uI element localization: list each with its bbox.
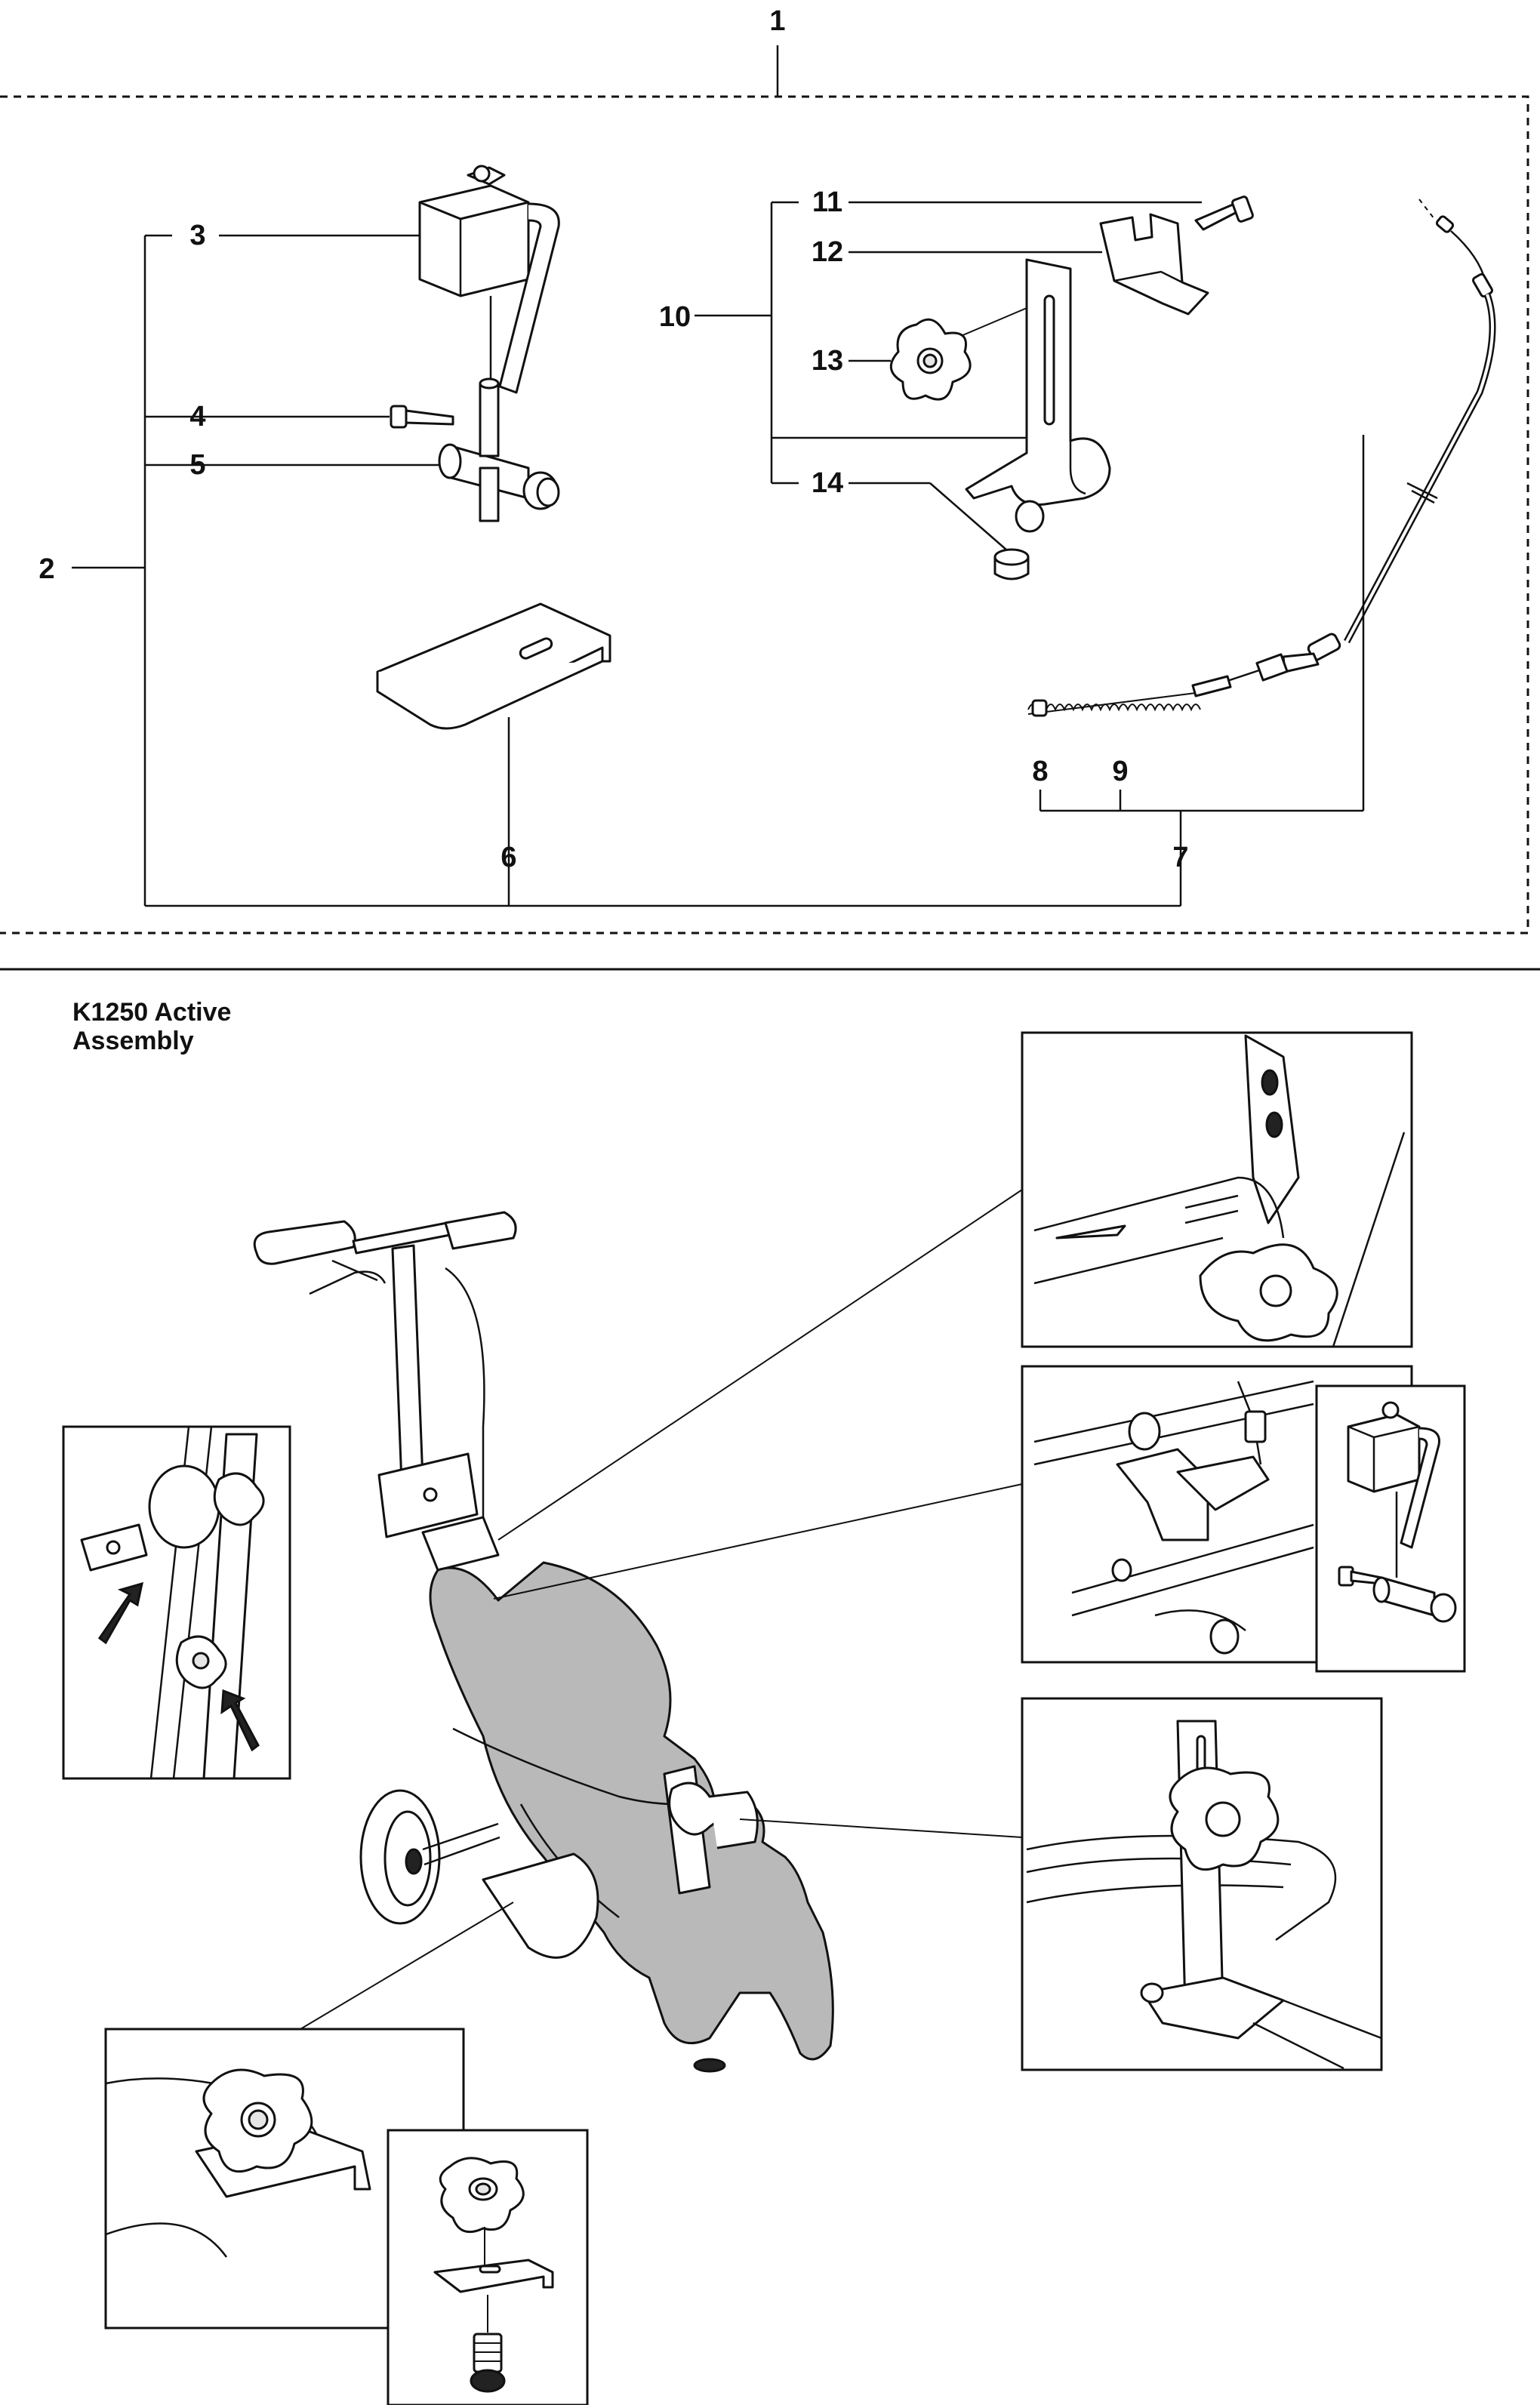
callout-2: 2 — [38, 553, 54, 585]
detail-inset-exploded-knob — [387, 2129, 589, 2405]
callout-9: 9 — [1112, 756, 1128, 787]
callout-5: 5 — [189, 449, 205, 481]
callout-11: 11 — [812, 186, 842, 218]
leader-knob-detail — [739, 1818, 1023, 1838]
part-7-cable-assembly — [1027, 199, 1496, 906]
callout-7: 7 — [1172, 842, 1188, 873]
callout-6: 6 — [500, 842, 516, 873]
bracket-group-2 — [72, 234, 1181, 907]
part-5-cross-clamp — [145, 377, 560, 522]
kit-exploded-view: 1 2 3 4 — [0, 5, 1529, 935]
detail-left-knobs — [62, 1425, 291, 1780]
leader-middle-detail — [493, 1483, 1023, 1600]
assembly-title-line2: Assembly — [72, 1027, 194, 1055]
bracket-group-10 — [695, 201, 1063, 485]
part-6-plate — [376, 602, 611, 906]
part-10-slotted-bracket — [965, 258, 1111, 533]
callout-14: 14 — [812, 467, 843, 499]
part-12-u-clip — [849, 213, 1209, 316]
part-3-clamp-block — [219, 165, 560, 420]
kit-boundary — [0, 95, 1529, 935]
leader-top-detail — [497, 1189, 1023, 1541]
callout-10: 10 — [659, 301, 691, 333]
callout-3: 3 — [189, 220, 205, 251]
callout-8: 8 — [1032, 756, 1048, 787]
detail-lower-knob-bracket — [1021, 1697, 1383, 2071]
callout-13: 13 — [812, 345, 843, 377]
detail-top-bracket — [1021, 1031, 1413, 1348]
part-4-screw — [145, 405, 454, 429]
callout-1: 1 — [769, 5, 785, 37]
detail-inset-clamp-block — [1315, 1384, 1466, 1673]
callout-4: 4 — [189, 401, 205, 433]
leader-plate-detail — [300, 1902, 514, 2030]
part-14-nut — [849, 482, 1030, 580]
assembly-title-line1: K1250 Active — [72, 998, 231, 1027]
callout-12: 12 — [812, 236, 843, 268]
part-11-screw — [849, 196, 1254, 231]
cutter-cart-assembly — [253, 1211, 834, 2073]
